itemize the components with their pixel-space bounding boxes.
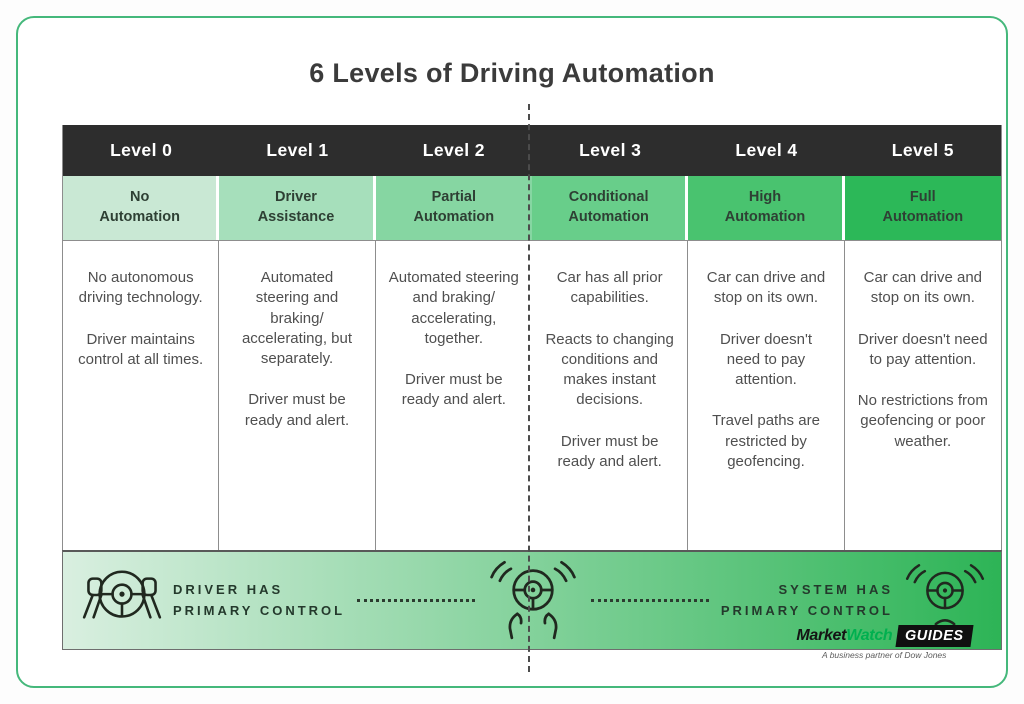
page-title: 6 Levels of Driving Automation (309, 58, 715, 88)
description-paragraph: Reacts to changing conditions and makes … (545, 330, 674, 409)
description-paragraph: Driver must be ready and alert. (557, 432, 662, 470)
level-description-cell: Car can drive and stop on its own. Driver… (844, 240, 1001, 550)
description-paragraph: Driver must be ready and alert. (401, 371, 506, 409)
description-paragraph: Driver maintains control at all times. (78, 330, 204, 368)
description-paragraph: Driver doesn't need to pay attention. (719, 330, 813, 389)
description-paragraph: Driver must be ready and alert. (244, 391, 350, 429)
hands-on-wheel-icon (79, 558, 165, 644)
description-paragraph: Travel paths are restricted by geofencin… (712, 412, 820, 470)
description-paragraph: Automated steering and braking/ accelera… (388, 269, 519, 347)
level-description-cell: No autonomous driving technology. Driver … (63, 240, 220, 550)
level-description-cell: Automated steering and braking/ accelera… (219, 240, 376, 550)
logo-watch-text: Watch (846, 627, 893, 644)
logo-tagline: A business partner of Dow Jones (821, 650, 947, 660)
level-header-cell: Level 3 (531, 125, 689, 176)
description-paragraph: Car can drive and stop on its own. (863, 269, 983, 307)
level-description-cell: Car has all prior capabilities. Reacts to… (531, 240, 689, 550)
level-header-cell: Level 5 (844, 125, 1001, 176)
control-footer-bar: DRIVER HAS PRIMARY CONTROL SYS (62, 550, 1002, 650)
logo-market-text: Market (796, 627, 847, 644)
description-paragraph: No autonomous driving technology. (78, 269, 203, 307)
level-header-cell: Level 0 (63, 125, 220, 176)
level-header-cell: Level 4 (688, 125, 845, 176)
driver-system-divider-line (528, 104, 530, 672)
level-name-cell: Conditional Automation (531, 176, 689, 240)
description-paragraph: Automated steering and braking/ accelera… (241, 269, 353, 367)
level-name-cell: Partial Automation (375, 176, 532, 240)
level-name-cell: No Automation (63, 176, 220, 240)
connected-wheel-icon (903, 556, 987, 646)
description-paragraph: Car has all prior capabilities. (556, 269, 663, 307)
system-control-label: SYSTEM HAS PRIMARY CONTROL (720, 582, 893, 618)
level-description-cell: Automated steering and braking/ accelera… (375, 240, 532, 550)
hands-off-wheel-icon (487, 555, 579, 647)
description-paragraph: Car can drive and stop on its own. (706, 269, 826, 307)
description-paragraph: No restrictions from geofencing or poor … (857, 392, 988, 450)
level-header-cell: Level 1 (219, 125, 376, 176)
dotted-leader-left (357, 599, 475, 602)
driver-control-label: DRIVER HAS PRIMARY CONTROL (173, 582, 346, 618)
logo-guides-badge: GUIDES (895, 625, 974, 647)
dotted-leader-right (591, 599, 709, 602)
level-name-cell: Full Automation (844, 176, 1001, 240)
description-paragraph: Driver doesn't need to pay attention. (858, 330, 988, 368)
level-name-cell: Driver Assistance (219, 176, 376, 240)
level-description-cell: Car can drive and stop on its own. Driver… (688, 240, 845, 550)
logo-guides-text: GUIDES (905, 628, 964, 644)
level-header-cell: Level 2 (375, 125, 532, 176)
level-name-cell: High Automation (688, 176, 845, 240)
